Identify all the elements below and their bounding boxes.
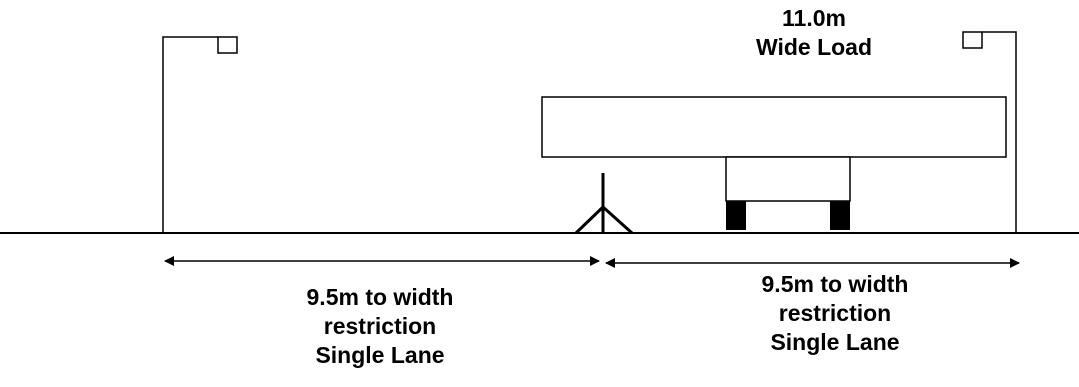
wide-load-label: 11.0m Wide Load [704, 4, 924, 62]
right-dimension-line1: 9.5m to width [761, 271, 909, 297]
load-width-text: 11.0m [782, 5, 846, 31]
right-dimension-line2: restriction [778, 300, 892, 326]
wide-load-body [541, 96, 1007, 158]
load-name-text: Wide Load [755, 34, 873, 60]
left-lamp-head [217, 36, 238, 54]
tripod-marker [574, 173, 634, 235]
left-dimension-line2: restriction [323, 313, 437, 339]
right-lamp-head [962, 31, 983, 49]
right-street-light [962, 31, 1017, 233]
right-dimension-line3: Single Lane [770, 329, 900, 355]
vehicle-body [725, 156, 851, 202]
left-dimension-line3: Single Lane [315, 342, 445, 368]
right-wheel [830, 201, 850, 230]
right-dimension-label: 9.5m to width restriction Single Lane [715, 270, 955, 357]
left-dimension-line1: 9.5m to width [306, 284, 454, 310]
left-wheel [726, 201, 746, 230]
left-street-light [162, 36, 238, 233]
left-dimension-label: 9.5m to width restriction Single Lane [260, 283, 500, 370]
